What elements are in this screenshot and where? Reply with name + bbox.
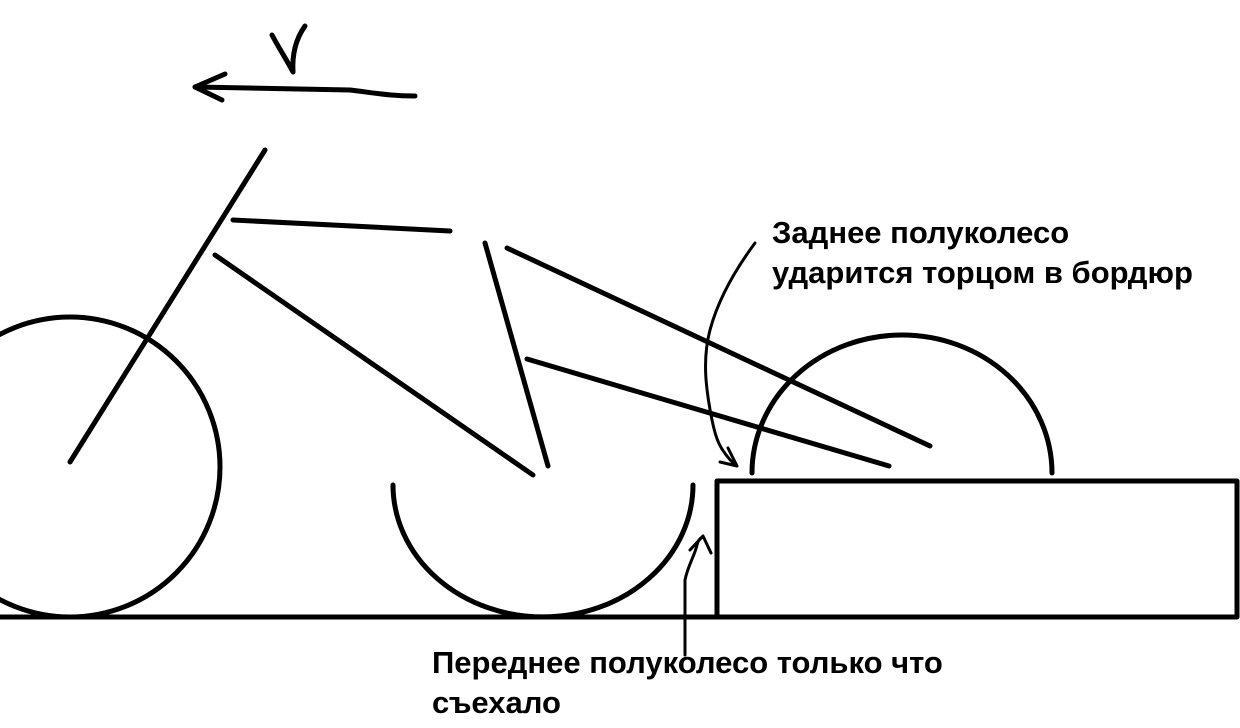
seat-tube <box>482 240 551 469</box>
chain-stay <box>524 356 892 469</box>
front-fork <box>67 147 268 465</box>
down-tube <box>212 252 536 478</box>
velocity-arrow <box>192 71 418 103</box>
rear-half-wheel-annotation: Заднее полуколесо ударится торцом в борд… <box>772 213 1193 293</box>
front-pointer-arrow <box>683 534 713 657</box>
rear-annotation-line-1: Заднее полуколесо <box>772 215 1070 250</box>
curb <box>714 478 1240 620</box>
seat-stay <box>504 245 933 449</box>
front-half-wheel-annotation: Переднее полуколесо только что съехало <box>432 643 943 723</box>
rear-half-wheel <box>749 332 1055 476</box>
rear-annotation-line-2: ударится торцом в бордюр <box>772 255 1193 290</box>
front-annotation-line-2: съехало <box>432 685 561 720</box>
front-annotation-line-1: Переднее полуколесо только что <box>432 645 943 680</box>
front-wheel <box>0 314 223 620</box>
rear-pointer-arrow <box>704 241 757 468</box>
top-tube <box>230 217 453 234</box>
middle-half-wheel <box>390 482 696 620</box>
velocity-v-glyph <box>269 23 308 75</box>
